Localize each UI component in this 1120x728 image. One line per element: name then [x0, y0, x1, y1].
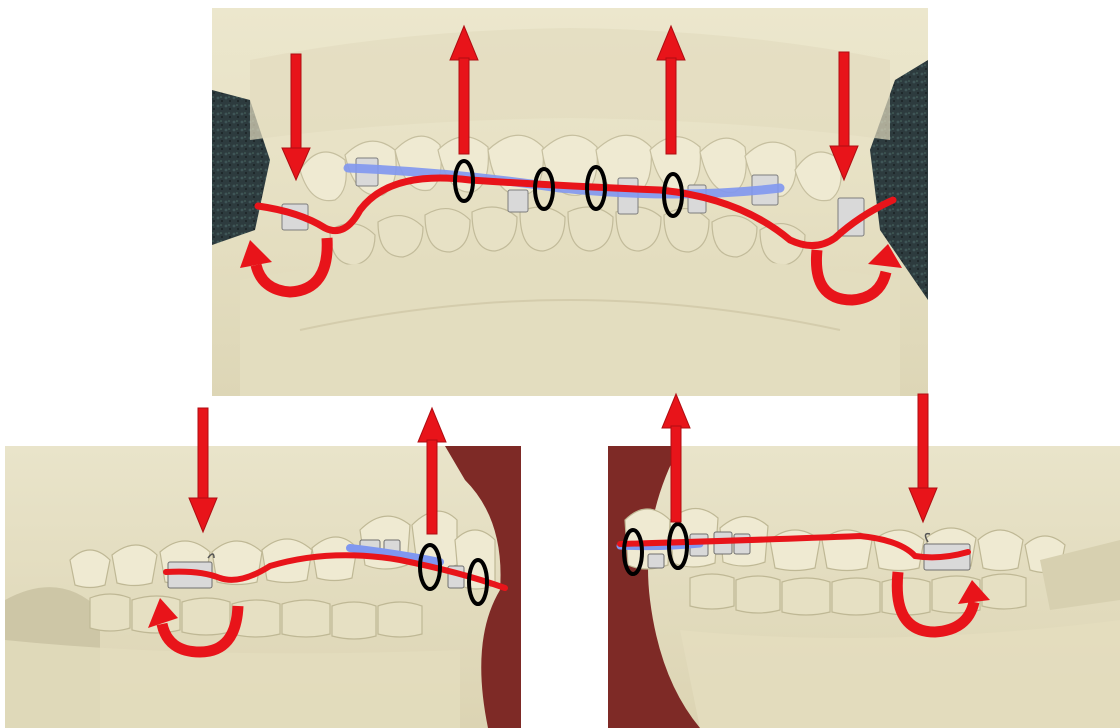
panel-left-lateral [608, 394, 1120, 728]
panel-frontal [212, 8, 928, 396]
panel-right-lateral [5, 408, 521, 728]
lower-jaw-base [240, 259, 900, 396]
bracket-icon [734, 534, 750, 554]
bracket-icon [648, 554, 664, 568]
bracket-icon [508, 190, 528, 212]
